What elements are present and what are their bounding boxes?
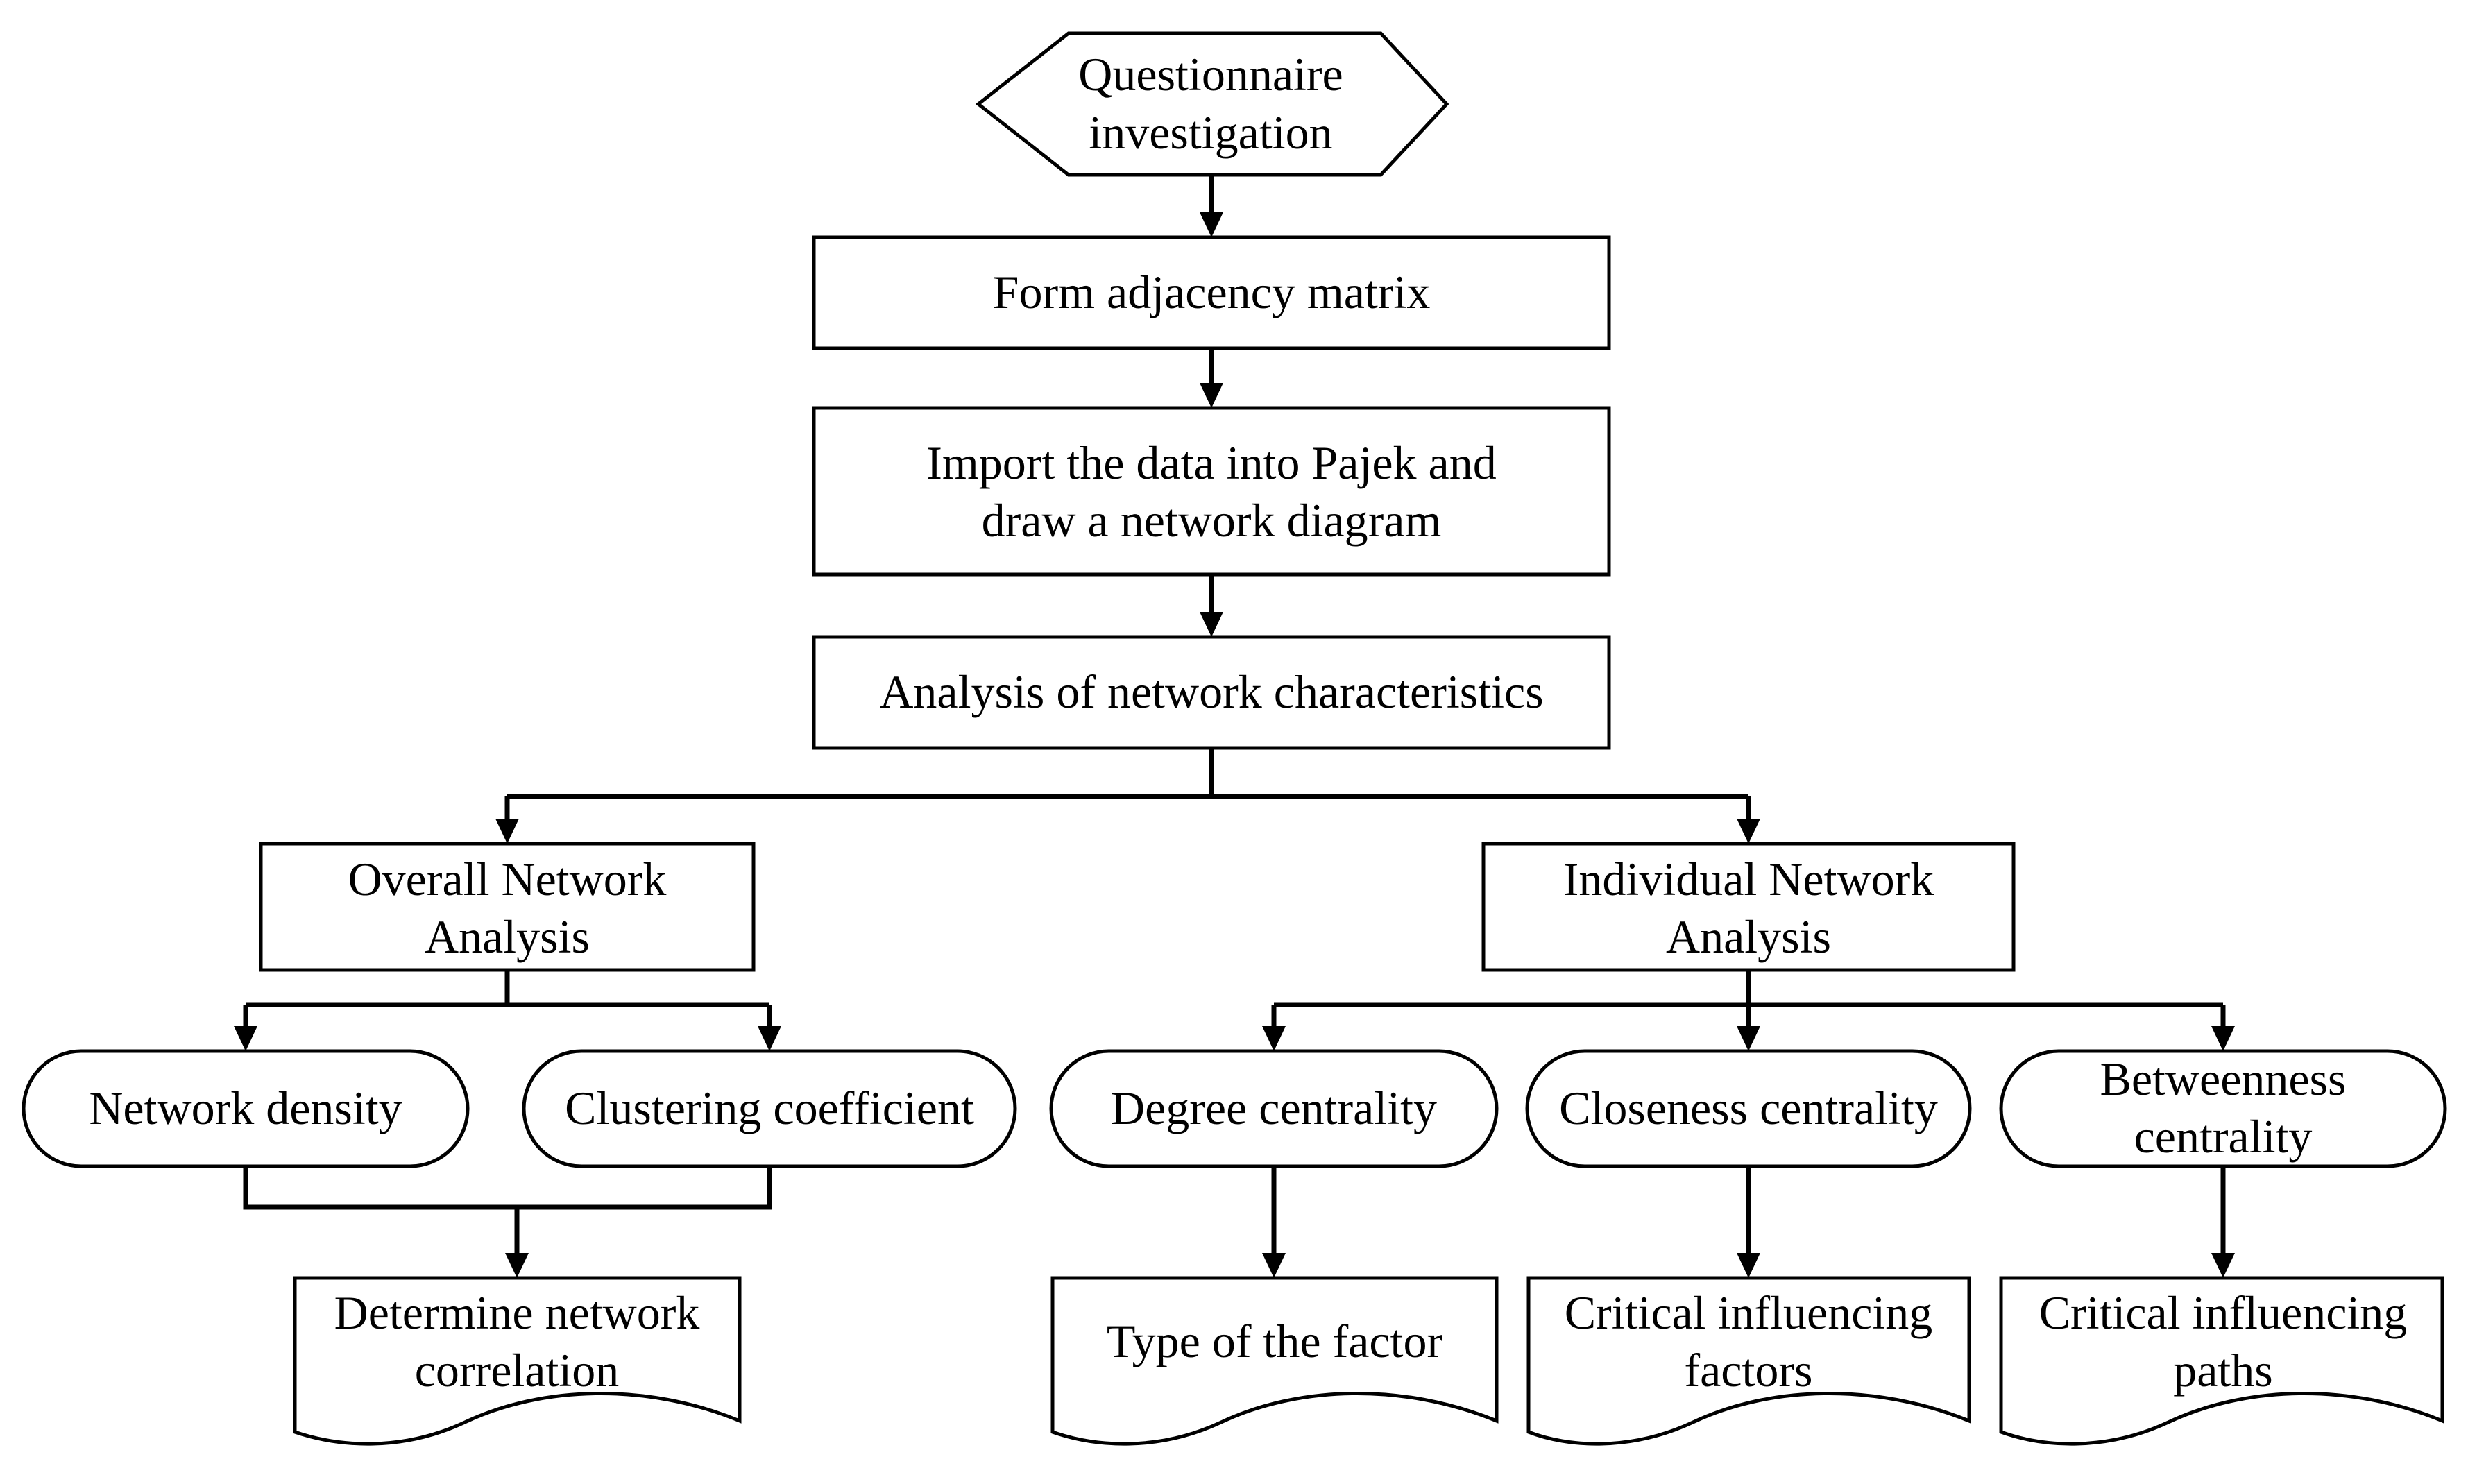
individual-network-analysis-label-2: Analysis [1666, 910, 1831, 963]
connector-individual-split [1271, 970, 2226, 1030]
connector-analysis-split [504, 748, 1751, 823]
form-adjacency-matrix-label: Form adjacency matrix [993, 266, 1431, 318]
arrowhead-to-import [1200, 383, 1223, 408]
arrowhead-to-individual [1737, 819, 1760, 844]
closeness-centrality-label: Closeness centrality [1559, 1082, 1938, 1134]
individual-network-analysis-label-1: Individual Network [1563, 853, 1934, 905]
arrowhead-to-type [1262, 1253, 1286, 1278]
betweenness-centrality-label-1: Betweenness [2100, 1052, 2346, 1105]
questionnaire-investigation-label-1: Questionnaire [1078, 48, 1343, 101]
type-of-factor-label: Type of the factor [1107, 1315, 1443, 1367]
determine-network-correlation-label-1: Determine network [334, 1286, 700, 1339]
individual-network-analysis-node [1481, 842, 2016, 972]
form-adjacency-matrix-node [812, 235, 1611, 350]
arrowhead-to-closeness [1737, 1026, 1760, 1051]
arrowhead-to-matrix [1200, 212, 1223, 237]
overall-network-analysis-label-2: Analysis [425, 910, 590, 963]
determine-network-correlation-node [293, 1276, 742, 1446]
connector-overall-split [243, 970, 772, 1030]
overall-network-analysis-node [259, 842, 756, 972]
overall-network-analysis-label-1: Overall Network [348, 853, 667, 905]
clustering-coefficient-label: Clustering coefficient [565, 1082, 974, 1134]
connector-overall-merge [243, 1166, 772, 1257]
questionnaire-investigation-label-2: investigation [1089, 106, 1332, 159]
critical-influencing-factors-node [1526, 1276, 1971, 1446]
critical-influencing-factors-label-2: factors [1684, 1344, 1812, 1397]
betweenness-centrality-label-2: centrality [2134, 1110, 2313, 1163]
arrowhead-to-clustering [758, 1026, 781, 1051]
arrowhead-to-paths [2211, 1253, 2235, 1278]
critical-influencing-paths-label-2: paths [2173, 1344, 2273, 1397]
critical-influencing-paths-node [1999, 1276, 2444, 1446]
arrowhead-to-analysis [1200, 612, 1223, 637]
critical-influencing-paths-label-1: Critical influencing [2039, 1286, 2408, 1339]
network-density-label: Network density [89, 1082, 402, 1134]
arrowhead-to-factors [1737, 1253, 1760, 1278]
degree-centrality-label: Degree centrality [1111, 1082, 1437, 1134]
analysis-network-characteristics-label: Analysis of network characteristics [879, 665, 1543, 718]
arrowhead-to-degree [1262, 1026, 1286, 1051]
arrowhead-to-density [234, 1026, 257, 1051]
arrowhead-to-betweenness [2211, 1026, 2235, 1051]
determine-network-correlation-label-2: correlation [415, 1344, 620, 1397]
arrowhead-to-correlation [505, 1253, 529, 1278]
import-into-pajek-label-2: draw a network diagram [982, 494, 1442, 547]
questionnaire-investigation-node [975, 31, 1449, 177]
type-of-factor-node [1050, 1276, 1499, 1446]
import-into-pajek-node [812, 406, 1611, 577]
critical-influencing-factors-label-1: Critical influencing [1565, 1286, 1933, 1339]
import-into-pajek-label-1: Import the data into Pajek and [926, 436, 1496, 489]
arrowhead-to-overall [495, 819, 519, 844]
